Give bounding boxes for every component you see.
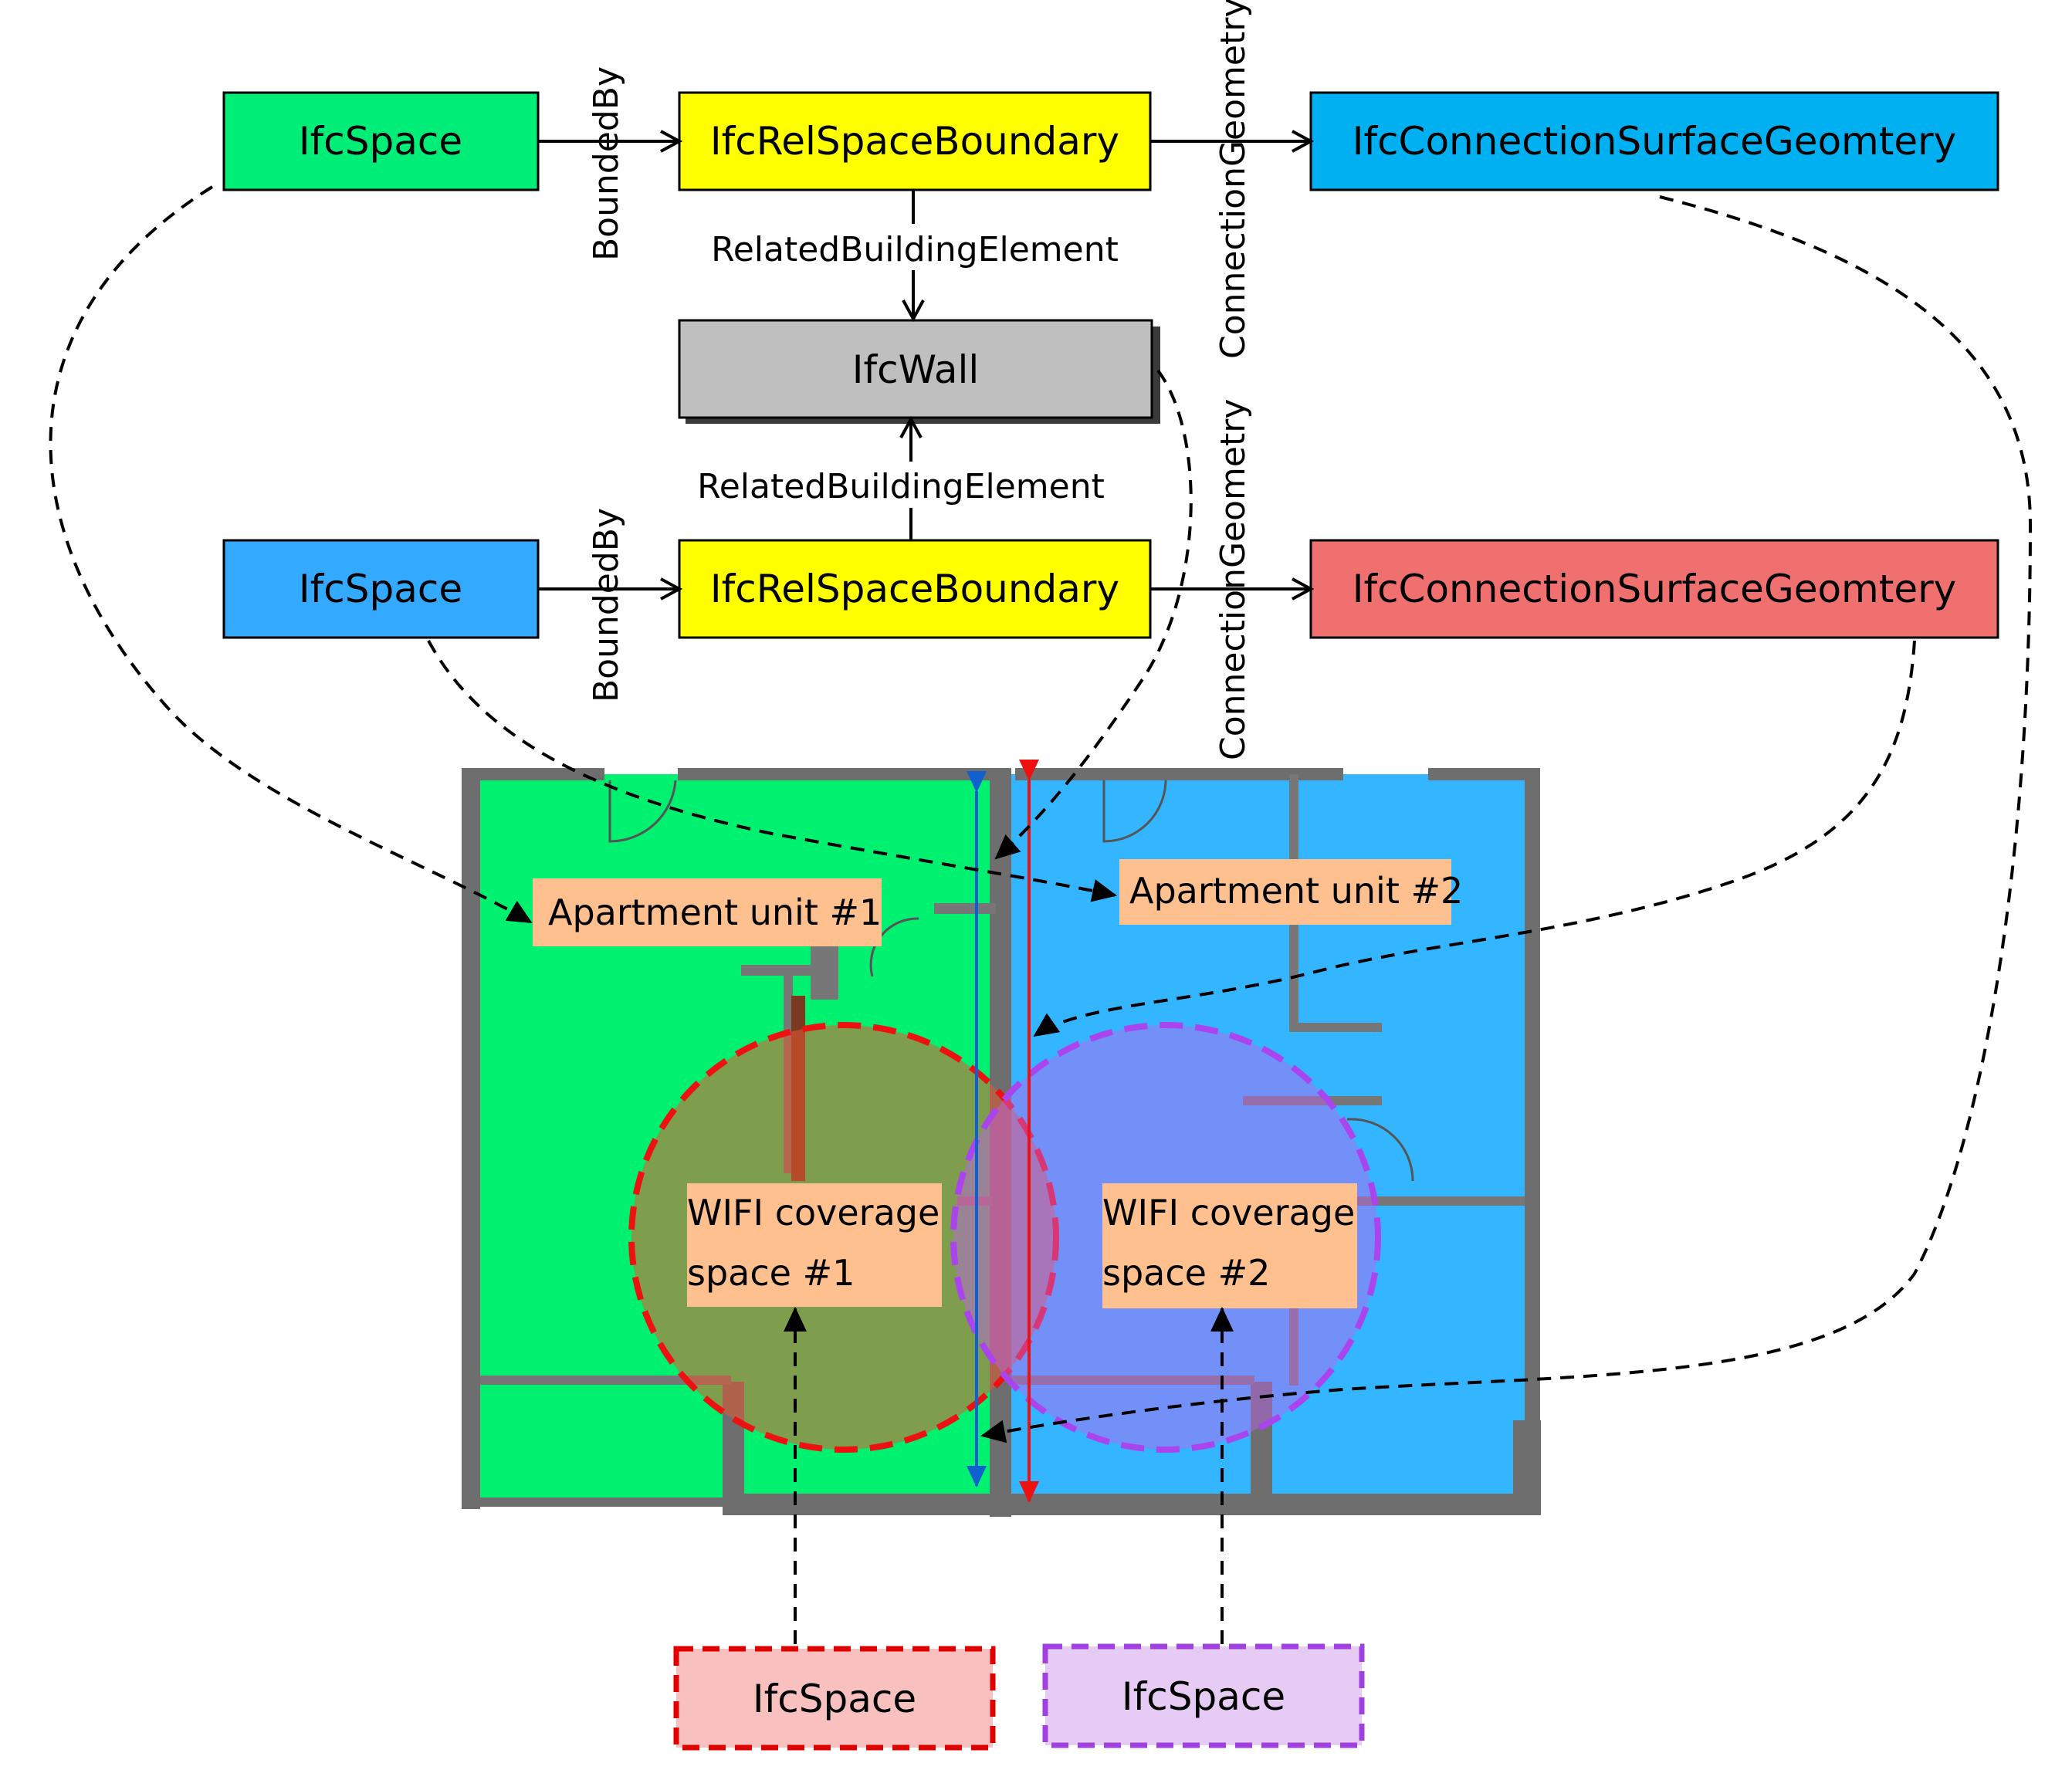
- node-space-a-label: IfcSpace: [299, 119, 462, 164]
- node-wifi-space-2-label: IfcSpace: [1122, 1674, 1285, 1719]
- edge-label-connection-geometry-b: ConnectionGeometry: [1214, 399, 1253, 760]
- link-csg-b-to-boundary: [1033, 640, 1916, 1037]
- node-connection-surface-geometry-a-label: IfcConnectionSurfaceGeomtery: [1353, 119, 1957, 164]
- floor-plan: Apartment unit #1 Apartment unit #2 WIFI…: [462, 760, 1541, 1517]
- link-csg-a-to-boundary: [980, 195, 2033, 1443]
- link-space-b-to-apartment-2: [427, 640, 1117, 902]
- link-space-a-to-apartment-1: [49, 185, 533, 924]
- apartment-2-text: Apartment unit #2: [1129, 870, 1463, 912]
- node-space-b-label: IfcSpace: [299, 567, 462, 611]
- link-wall-to-boundary: [994, 369, 1193, 860]
- edge-label-related-building-element-a: RelatedBuildingElement: [711, 230, 1119, 269]
- edge-label-connection-geometry-a: ConnectionGeometry: [1214, 0, 1253, 359]
- wifi-coverage-2-label: WIFI coverage space #2: [1102, 1183, 1357, 1308]
- node-connection-surface-geometry-a: IfcConnectionSurfaceGeomtery: [1309, 91, 1999, 191]
- node-space-a: IfcSpace: [222, 91, 540, 191]
- node-space-b: IfcSpace: [222, 539, 540, 639]
- node-rel-space-boundary-a: IfcRelSpaceBoundary: [678, 91, 1152, 191]
- node-wall: IfcWall: [678, 319, 1160, 424]
- node-wifi-space-2: IfcSpace: [1042, 1643, 1365, 1748]
- node-connection-surface-geometry-b: IfcConnectionSurfaceGeomtery: [1309, 539, 1999, 639]
- node-wall-label: IfcWall: [852, 347, 980, 392]
- wifi-coverage-1-label: WIFI coverage space #1: [687, 1183, 942, 1307]
- apartment-2-label: Apartment unit #2: [1119, 859, 1463, 925]
- node-wifi-space-1: IfcSpace: [673, 1646, 996, 1751]
- edge-label-bounded-by-b: BoundedBy: [587, 508, 626, 702]
- node-wifi-space-1-label: IfcSpace: [753, 1677, 916, 1721]
- wifi-1-text-line2: space #1: [687, 1252, 855, 1294]
- dashed-links: [49, 185, 2033, 1644]
- node-connection-surface-geometry-b-label: IfcConnectionSurfaceGeomtery: [1353, 567, 1957, 611]
- wifi-2-text-line1: WIFI coverage: [1102, 1192, 1355, 1233]
- apartment-1-text: Apartment unit #1: [548, 892, 882, 933]
- node-rel-space-boundary-a-label: IfcRelSpaceBoundary: [710, 119, 1119, 164]
- apartment-1-label: Apartment unit #1: [533, 878, 882, 946]
- node-rel-space-boundary-b-label: IfcRelSpaceBoundary: [710, 567, 1119, 611]
- edge-label-bounded-by-a: BoundedBy: [587, 66, 626, 261]
- wifi-2-text-line2: space #2: [1102, 1252, 1270, 1294]
- exterior-walls: [462, 768, 1541, 1515]
- edge-label-related-building-element-b: RelatedBuildingElement: [697, 467, 1105, 506]
- node-rel-space-boundary-b: IfcRelSpaceBoundary: [678, 539, 1152, 639]
- wifi-1-text-line1: WIFI coverage: [687, 1192, 940, 1233]
